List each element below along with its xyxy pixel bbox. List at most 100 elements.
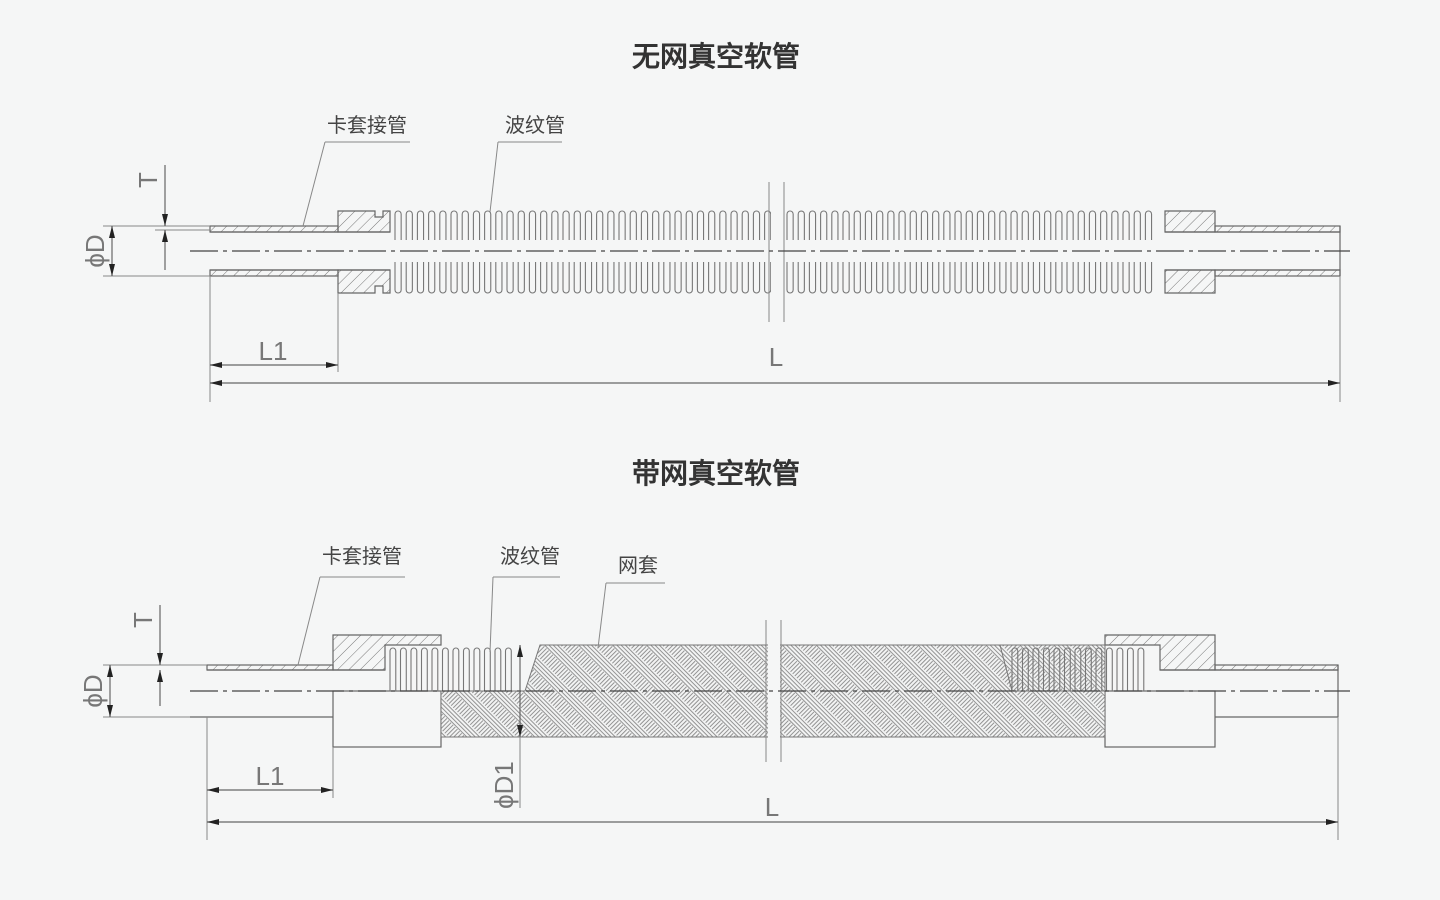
corrugation [1032,647,1040,691]
corrugation [410,647,418,691]
corrugation [573,210,581,240]
corrugation [473,647,481,691]
corrugation [786,262,794,294]
corrugation [629,262,637,294]
corrugation [909,262,917,294]
corrugation [1144,262,1153,294]
corrugation [562,262,570,294]
corrugation [618,210,626,240]
dim-l1-bottom: L1 [256,761,285,791]
corrugation [764,210,772,240]
corrugation [1100,262,1108,294]
corrugation [1010,262,1018,294]
corrugation [920,262,929,294]
dim-l-bottom: L [765,792,779,822]
corrugation [584,210,593,240]
corrugation [439,210,447,240]
corrugation [428,210,436,240]
corrugation [730,262,738,294]
corrugation [1074,647,1082,691]
corrugation [932,262,940,294]
corrugation [1100,210,1108,240]
corrugation [954,210,962,240]
corrugation [730,210,738,240]
corrugation [1126,647,1134,691]
corrugation [685,262,693,294]
corrugation [439,262,447,294]
corrugation [640,262,649,294]
corrugation [506,210,514,240]
corrugation [1133,262,1141,294]
corrugation [1055,262,1063,294]
corrugation [887,262,895,294]
corrugation [988,262,996,294]
corrugation [898,262,906,294]
corrugation [808,262,817,294]
corrugation [674,262,682,294]
corrugation [394,262,402,294]
dim-d-bottom: ϕD [78,674,108,707]
corrugation [394,210,402,240]
corrugation [1021,262,1029,294]
corrugation [1144,210,1153,240]
corrugation [1116,647,1124,691]
corrugation [399,647,407,691]
left-fitting [332,634,442,671]
corrugation [441,647,449,691]
corrugation [696,210,705,240]
left-fitting-bottom [337,269,391,294]
corrugation [1011,647,1019,691]
corrugation [1053,647,1061,691]
label-bellows-bottom: 波纹管 [500,544,560,568]
corrugation [876,262,884,294]
left-fitting-top [337,210,391,233]
corrugation [1066,262,1074,294]
corrugation [494,647,502,691]
corrugation [607,210,615,240]
corrugation [943,262,951,294]
corrugation [484,210,492,240]
corrugation [461,210,469,240]
corrugation [452,647,460,691]
label-braid: 网套 [618,553,658,577]
corrugation [1077,210,1085,240]
corrugation [1055,210,1063,240]
corrugation [1063,647,1071,691]
corrugation [674,210,682,240]
corrugation [517,210,525,240]
corrugation [431,647,439,691]
corrugation [842,210,850,240]
corrugation [405,262,413,294]
corrugation [920,210,929,240]
corrugation [1088,262,1097,294]
corrugation [1105,647,1113,691]
corrugation [416,262,425,294]
corrugation [652,262,660,294]
corrugation [808,210,817,240]
diagram-with-braid: 带网真空软管 卡套接管 波纹管 网套 [78,457,1350,840]
corrugation [540,210,548,240]
corrugation [1122,262,1130,294]
corrugation [461,262,469,294]
corrugation [506,262,514,294]
corrugation [1021,210,1029,240]
corrugation [932,210,940,240]
dim-t-top: T [133,172,163,188]
corrugation [528,262,537,294]
corrugation [462,647,470,691]
corrugation [999,262,1007,294]
corrugation [472,262,481,294]
corrugation [472,210,481,240]
corrugation [853,262,861,294]
corrugation [1032,262,1041,294]
corrugation [551,210,559,240]
corrugation [943,210,951,240]
corrugation [573,262,581,294]
corrugation [976,210,985,240]
corrugation [618,262,626,294]
corrugation [596,210,604,240]
corrugation [1122,210,1130,240]
corrugation [1111,210,1119,240]
corrugation [629,210,637,240]
